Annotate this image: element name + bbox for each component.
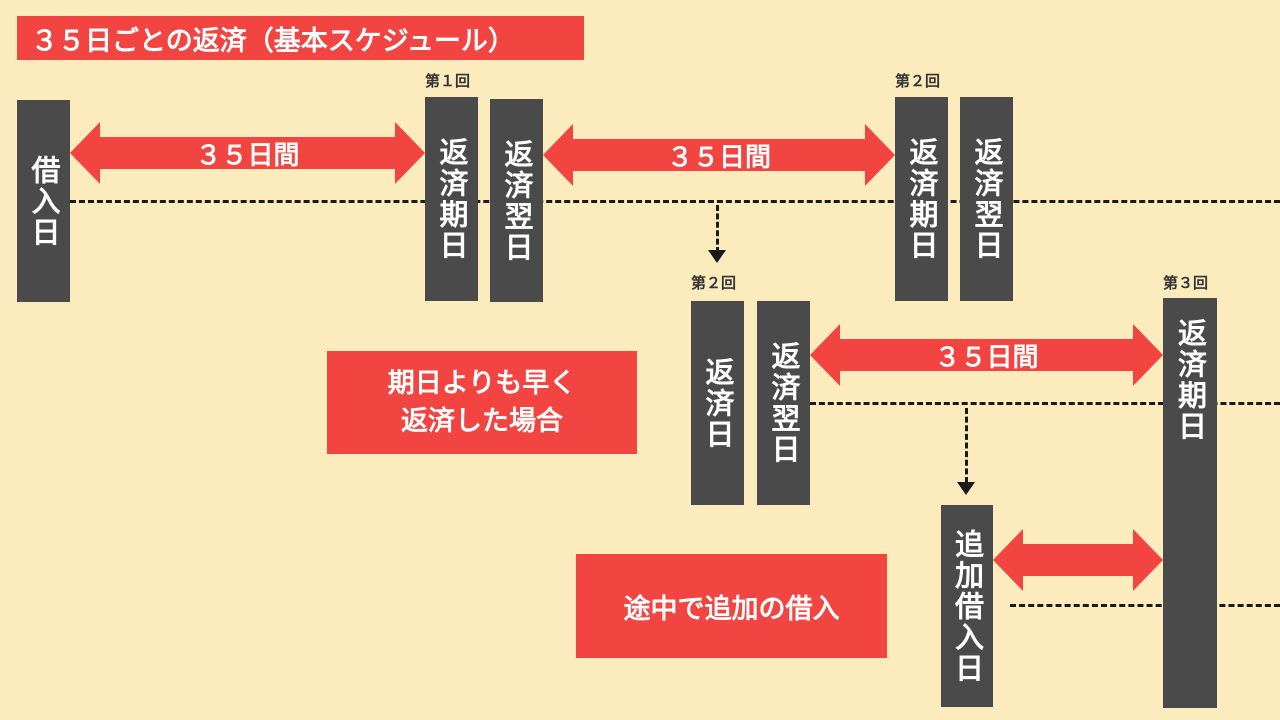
bar-label: 追加借入日 <box>950 528 985 684</box>
bar-label: 返済期日 <box>1173 318 1208 442</box>
connector-extra <box>965 408 968 483</box>
bar-label: 借入日 <box>27 154 61 248</box>
bar-due-date-1: 返済期日 <box>425 97 478 301</box>
bar-label: 返済翌日 <box>500 138 534 263</box>
round-label-2-early: 第２回 <box>691 274 737 292</box>
round-label-2: 第２回 <box>895 72 941 90</box>
bar-label: 返済翌日 <box>767 341 801 465</box>
timeline-extra <box>1010 604 1280 607</box>
bar-label: 返済期日 <box>435 137 469 261</box>
connector-early <box>716 205 719 253</box>
bar-due-date-3: 返済期日 <box>1163 298 1217 708</box>
connector-extra-head <box>957 482 975 495</box>
note-additional-borrowing: 途中で追加の借入 <box>576 554 887 658</box>
round-label-3: 第３回 <box>1163 274 1209 292</box>
bar-label: 返済期日 <box>905 137 939 261</box>
diagram-title: ３５日ごとの返済（基本スケジュール） <box>17 16 584 60</box>
span-arrow-extra <box>993 529 1163 591</box>
span-arrow-3 <box>810 324 1163 386</box>
bar-label: 返済日 <box>701 356 735 450</box>
bar-extra-borrow-date: 追加借入日 <box>941 505 993 707</box>
bar-early-payment-date: 返済日 <box>691 301 744 505</box>
bar-next-day-2: 返済翌日 <box>960 97 1013 301</box>
timeline-early <box>810 402 1280 405</box>
bar-borrow-date: 借入日 <box>17 100 70 302</box>
round-label-1: 第１回 <box>425 72 471 90</box>
span-arrow-2 <box>543 124 895 186</box>
bar-label: 返済翌日 <box>970 137 1004 261</box>
bar-due-date-2: 返済期日 <box>895 97 948 301</box>
span-arrow-1 <box>70 122 425 184</box>
note-early-payment: 期日よりも早く 返済した場合 <box>327 351 637 454</box>
timeline-basic <box>70 200 1280 203</box>
bar-next-day-1: 返済翌日 <box>490 99 543 302</box>
connector-early-head <box>708 250 726 263</box>
bar-early-next-day: 返済翌日 <box>757 301 810 505</box>
